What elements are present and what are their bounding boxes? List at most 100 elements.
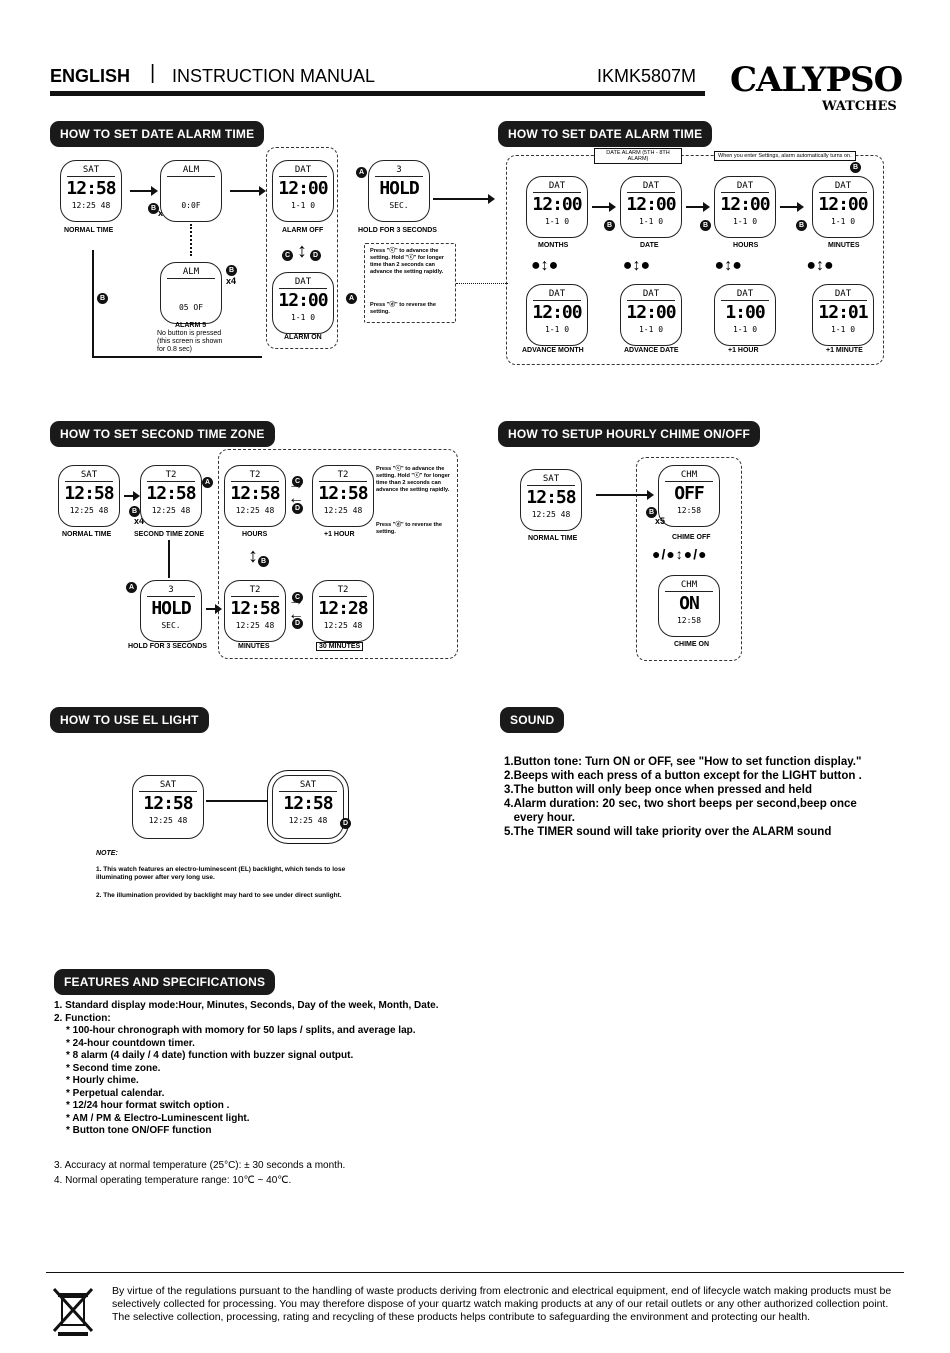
feature-function: * 24-hour countdown timer. bbox=[66, 1037, 195, 1049]
caption-second-tz: SECOND TIME ZONE bbox=[134, 531, 205, 538]
header-model: IKMK5807M bbox=[597, 66, 697, 86]
caption-months: MONTHS bbox=[538, 242, 569, 249]
header-rule bbox=[50, 91, 705, 96]
button-a-icon: A bbox=[356, 167, 367, 178]
arrow bbox=[592, 202, 616, 212]
section-title-second-zone: HOW TO SET SECOND TIME ZONE bbox=[50, 421, 275, 447]
section-title-chime: HOW TO SETUP HOURLY CHIME ON/OFF bbox=[498, 421, 760, 447]
return-line bbox=[92, 250, 94, 357]
button-c-icon: C bbox=[292, 592, 303, 603]
footer-rule bbox=[46, 1272, 904, 1273]
button-b-icon: B bbox=[148, 203, 159, 214]
sound-item: 2.Beeps with each press of a button exce… bbox=[504, 770, 862, 782]
caption-hours: HOURS bbox=[733, 242, 759, 249]
caption-alarm5-note3: for 0.8 sec) bbox=[157, 346, 193, 353]
sound-list: 1.Button tone: Turn ON or OFF, see "How … bbox=[504, 755, 862, 839]
feature-function: * Hourly chime. bbox=[66, 1075, 139, 1086]
arrow bbox=[130, 186, 158, 196]
count-x5: x5 bbox=[655, 516, 666, 526]
feature-function: * Button tone ON/OFF function bbox=[66, 1125, 212, 1136]
caption-chime-normal: NORMAL TIME bbox=[528, 535, 578, 542]
footer-text: By virtue of the regulations pursuant to… bbox=[112, 1285, 892, 1323]
button-a-icon: A bbox=[202, 477, 213, 488]
button-b-icon: B bbox=[258, 556, 269, 567]
chime-toggle-arrows: ●/●↕●/● bbox=[652, 546, 708, 562]
caption-chime-off: CHIME OFF bbox=[672, 534, 711, 541]
down-line bbox=[168, 540, 170, 578]
section-title-sound: SOUND bbox=[500, 707, 565, 733]
button-b-icon: B bbox=[97, 293, 108, 304]
feature-line-2: 2. Function: bbox=[54, 1012, 111, 1024]
auto-note: When you enter Settings, alarm automatic… bbox=[714, 151, 856, 161]
tip-box bbox=[364, 243, 456, 323]
sound-item: every hour. bbox=[504, 812, 575, 824]
caption-alarm-on: ALARM ON bbox=[284, 334, 322, 341]
caption-adv-month: ADVANCE MONTH bbox=[522, 347, 584, 354]
feature-line-1: 1. Standard display mode:Hour, Minutes, … bbox=[54, 1000, 439, 1011]
caption-zone-hours: HOURS bbox=[242, 531, 268, 538]
sound-item: 3.The button will only beep once when pr… bbox=[504, 784, 812, 796]
feature-line-3: 3. Accuracy at normal temperature (25°C)… bbox=[54, 1160, 346, 1171]
arrow bbox=[206, 796, 274, 806]
button-d-icon: D bbox=[340, 818, 351, 829]
button-a-icon: A bbox=[346, 293, 357, 304]
arrow bbox=[230, 186, 266, 196]
feature-function: * 12/24 hour format switch option . bbox=[66, 1100, 230, 1111]
wee-bin-icon bbox=[50, 1285, 96, 1337]
sound-item: 4.Alarm duration: 20 sec, two short beep… bbox=[504, 798, 857, 810]
zone-tip-reverse: Press "ⓓ" to reverse the setting. bbox=[376, 522, 442, 535]
button-d-icon: D bbox=[292, 503, 303, 514]
count-x4-2: x4 bbox=[134, 516, 145, 526]
caption-zone-minutes: MINUTES bbox=[238, 643, 270, 650]
arrow bbox=[780, 202, 804, 212]
sound-item: 5.The TIMER sound will take priority ove… bbox=[504, 826, 832, 838]
feature-function: * 100-hour chronograph with momory for 5… bbox=[66, 1025, 416, 1036]
connector bbox=[456, 283, 508, 284]
caption-date: DATE bbox=[640, 242, 659, 249]
brand-sub: WATCHES bbox=[822, 99, 897, 114]
caption-alarm5: ALARM 5 bbox=[175, 322, 207, 329]
caption-adv-date: ADVANCE DATE bbox=[624, 347, 679, 354]
button-b-icon: B bbox=[796, 220, 807, 231]
second-zone-dashed-box bbox=[218, 449, 458, 659]
caption-zone-plus-hour: +1 HOUR bbox=[324, 531, 355, 538]
down-dotted-arrow bbox=[190, 224, 192, 256]
alarm-dashed-box bbox=[266, 147, 338, 349]
arrow bbox=[206, 604, 222, 614]
date-alarm-dashed-box bbox=[506, 155, 884, 365]
watch-alarm-blank: ALM 0:0F bbox=[160, 160, 222, 222]
button-a-icon: A bbox=[126, 582, 137, 593]
caption-alarm5-note2: (this screen is shown bbox=[157, 338, 223, 345]
updown-arrow: ↕ bbox=[297, 240, 307, 262]
caption-alarm-off: ALARM OFF bbox=[282, 227, 324, 234]
caption-plus-hour: +1 HOUR bbox=[728, 347, 759, 354]
el-note-2: 2. The illumination provided by backligh… bbox=[96, 892, 342, 899]
header-lang: ENGLISH bbox=[50, 66, 131, 86]
button-c-icon: C bbox=[282, 250, 293, 261]
caption-minutes: MINUTES bbox=[828, 242, 860, 249]
chime-dashed-box bbox=[636, 457, 742, 661]
arrow bbox=[433, 194, 495, 204]
feature-function: * Second time zone. bbox=[66, 1062, 161, 1074]
caption-alarm5-note1: No button is pressed bbox=[157, 330, 222, 337]
button-c-icon: C bbox=[292, 476, 303, 487]
